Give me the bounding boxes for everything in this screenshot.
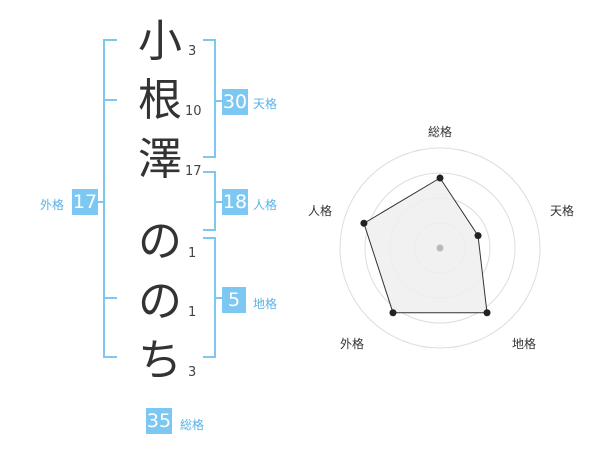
radar-polygon: [363, 177, 488, 314]
name-char-1: 小: [138, 16, 182, 67]
radar-axis-label-jinkaku: 人格: [307, 204, 332, 218]
radar-axis-label-chikaku: 地格: [511, 337, 536, 351]
tenkaku-label: 天格: [253, 97, 278, 111]
stroke-count-5: 1: [188, 305, 197, 320]
stroke-count-4: 1: [188, 246, 197, 261]
radar-axis-label-soukaku: 総格: [427, 125, 452, 139]
gaikaku-value: 17: [72, 189, 98, 215]
soukaku-value: 35: [146, 408, 172, 434]
radar-axis-label-tenkaku: 天格: [549, 204, 574, 218]
jinkaku-value: 18: [222, 189, 248, 215]
radar-axis-label-gaikaku: 外格: [339, 337, 364, 351]
radar-points: [360, 174, 491, 317]
name-char-5: の: [138, 276, 182, 327]
soukaku-label: 総格: [180, 418, 205, 432]
radar-point-3: [483, 309, 491, 317]
radar-point-5: [360, 219, 368, 227]
radar-grid-ring-4: [339, 147, 541, 349]
chikaku-value: 5: [222, 287, 246, 313]
gaikaku-label: 外格: [40, 198, 65, 212]
tenkaku-value: 30: [222, 89, 248, 115]
name-char-3: 澤: [138, 134, 182, 185]
stroke-count-2: 10: [185, 104, 202, 119]
radar-center-dot: [436, 244, 444, 252]
jinkaku-label: 人格: [253, 198, 278, 212]
radar-point-1: [436, 174, 444, 182]
name-char-4: の: [138, 216, 182, 267]
name-char-2: 根: [138, 75, 182, 126]
name-char-6: ち: [138, 335, 182, 386]
stroke-count-6: 3: [188, 365, 197, 380]
tenkaku-bracket: [203, 39, 216, 158]
stroke-count-3: 17: [185, 164, 202, 179]
stroke-count-1: 3: [188, 44, 197, 59]
chikaku-label: 地格: [253, 297, 278, 311]
radar-point-2: [474, 232, 482, 240]
gaikaku-bracket: [103, 39, 117, 358]
radar-point-4: [389, 309, 397, 317]
radar-grid-ring-3: [364, 172, 516, 324]
